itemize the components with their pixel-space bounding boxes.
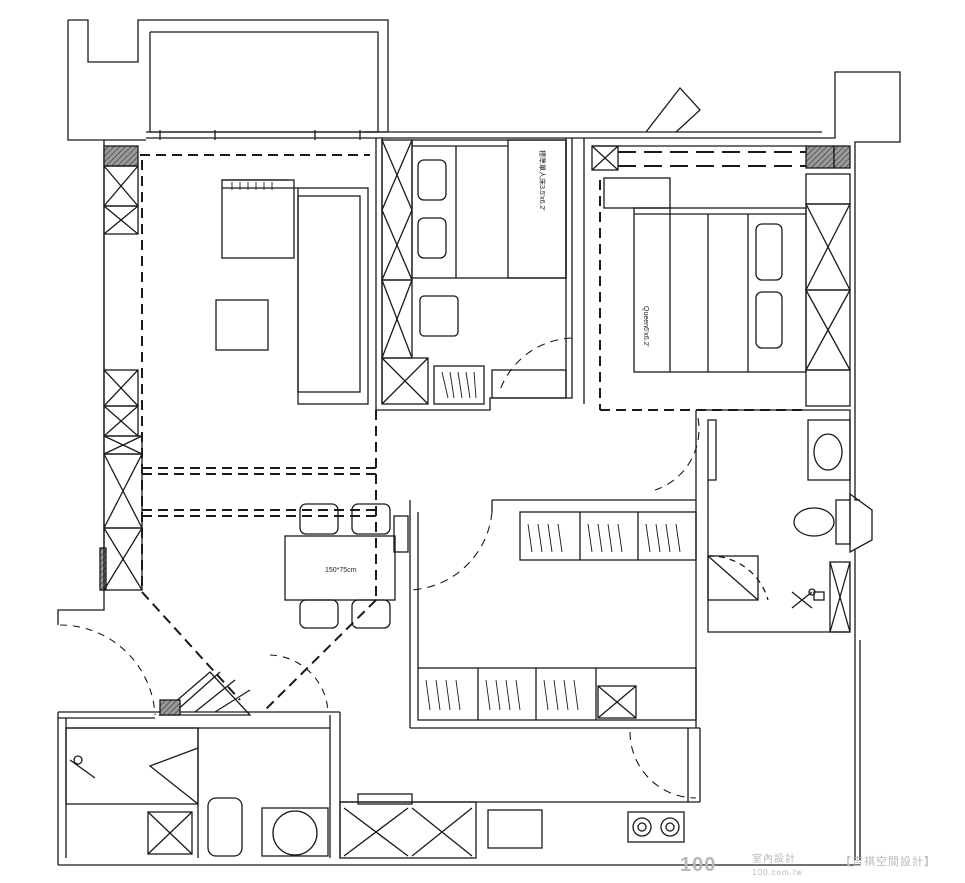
bedroom2-door [499,337,573,391]
dining-table-label: 150*75cm [325,567,357,574]
dining-table [284,503,409,629]
watermark-designer: 【吉祺空間設計】 [840,856,936,868]
middle-room [409,499,700,729]
master-bedroom [583,138,851,411]
sofa [222,187,369,405]
wardrobe-bedroom2 [441,371,477,399]
tv-unit [221,179,295,259]
kitchen [339,728,701,859]
ceiling-dashed-lines [140,154,377,711]
structural-columns [99,145,851,591]
exterior-walls [57,19,901,866]
watermark-logo: 100 [680,854,717,876]
bed-single-label: 標準單人床3.5'x6.2' [538,150,547,211]
bedroom-2 [375,138,573,411]
master-door [645,86,701,491]
watermark-site-cn: 室內設計 [752,854,796,865]
wardrobe-hangers [425,523,681,711]
guest-bath [65,727,330,858]
master-bath [695,409,873,633]
entrance-door [59,624,329,716]
bed-queen-label: Queen6'x6.2' [642,306,649,347]
living-wall-cabinets [103,165,143,591]
watermark-site-en: 100.com.tw [752,868,803,877]
shoe-cabinet [158,671,252,716]
coffee-table [215,299,269,351]
